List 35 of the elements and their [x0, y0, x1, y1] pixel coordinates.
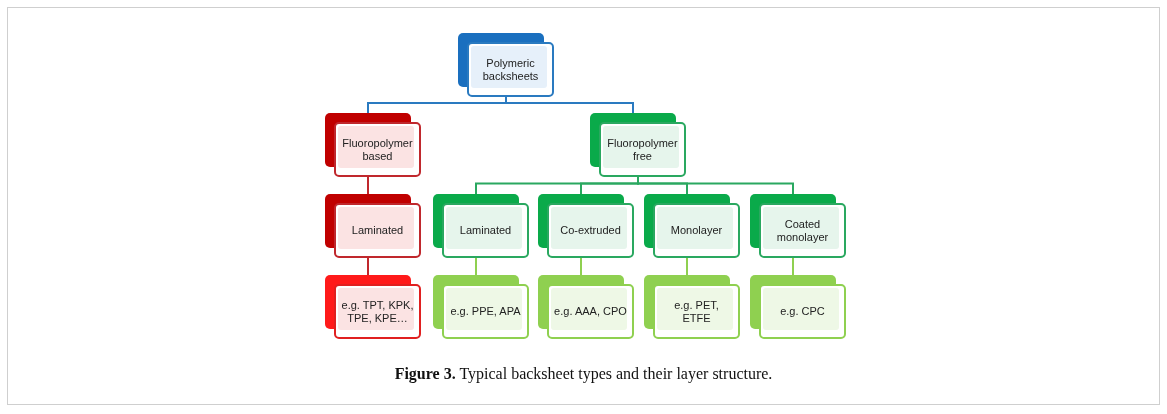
connector-line	[505, 96, 634, 114]
connector-line	[580, 257, 582, 276]
box-label: Fluoropolymer based	[341, 136, 414, 163]
box-label: Polymeric backsheets	[481, 56, 540, 83]
box-label: Fluoropolymer free	[606, 136, 679, 163]
connector-line	[367, 176, 369, 195]
stacked-box	[750, 275, 846, 339]
connector-line	[792, 257, 794, 276]
stacked-box	[538, 275, 634, 339]
stacked-box	[644, 194, 740, 258]
box-label: Coated monolayer	[775, 217, 830, 244]
stacked-box	[325, 194, 421, 258]
box-label: Monolayer	[670, 224, 723, 237]
box-label: e.g. CPC	[780, 305, 825, 318]
connector-line	[475, 257, 477, 276]
stacked-box	[538, 194, 634, 258]
stacked-box	[590, 113, 686, 177]
stacked-box	[644, 275, 740, 339]
box-label: Laminated	[351, 224, 404, 237]
box-label: e.g. TPT, KPK, TPE, KPE…	[340, 298, 415, 325]
stacked-box	[325, 113, 421, 177]
box-label: e.g. PET, ETFE	[673, 298, 720, 325]
stacked-box	[433, 275, 529, 339]
stacked-box	[433, 194, 529, 258]
connector-line	[686, 257, 688, 276]
box-label: e.g. AAA, CPO	[554, 305, 627, 318]
connector-line	[637, 176, 794, 195]
stacked-box	[750, 194, 846, 258]
box-label: Laminated	[459, 224, 512, 237]
box-label: Co-extruded	[560, 224, 621, 237]
figure-caption: Figure 3. Typical backsheet types and their layer structure.	[394, 364, 773, 385]
stacked-box	[325, 275, 421, 339]
connector-line	[367, 257, 369, 276]
box-label: e.g. PPE, APA	[450, 305, 521, 318]
stacked-box	[458, 33, 554, 97]
